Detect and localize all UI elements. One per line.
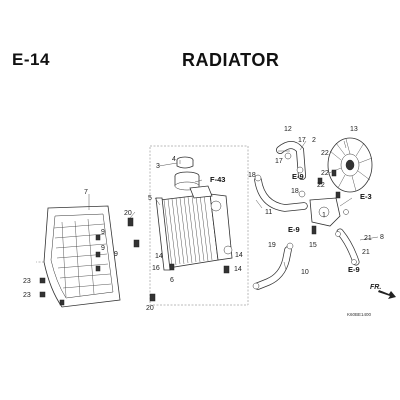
callout-20b: 20 [146,305,154,312]
callout-1: 1 [322,212,326,219]
callout-20a: 20 [124,210,132,217]
ref-e3: E-3 [360,192,372,201]
callout-2: 2 [312,137,316,144]
callout-9c: 9 [114,251,118,258]
diagram-code: K60BE1400 [347,312,372,317]
callout-18b: 18 [291,188,299,195]
thermostat-housing [309,197,341,227]
callout-22c: 22 [321,170,329,177]
callout-23b: 23 [23,292,31,299]
bypass-hose [336,228,360,266]
callout-16: 16 [152,265,160,272]
lower-hose [254,246,292,290]
callout-13: 13 [350,126,358,133]
cap-filler-neck [174,171,200,191]
callout-15: 15 [309,242,317,249]
callout-14a: 14 [155,253,163,260]
radiator-cap [176,156,194,169]
front-label: FR. [370,284,381,291]
callout-22a: 22 [321,150,329,157]
callout-14b: 14 [234,266,242,273]
ref-e9-lower: E-9 [348,265,360,274]
ref-e9-middle: E-9 [288,225,300,234]
callout-5: 5 [148,195,152,202]
callout-9b: 9 [101,245,105,252]
callout-4: 4 [172,156,176,163]
part-callouts: 1 2 3 4 5 6 7 8 9 9 9 10 11 12 13 14 14 … [23,126,384,312]
assembly-boundary [149,145,249,306]
callout-22b: 22 [317,182,325,189]
callout-11: 11 [265,209,272,216]
callout-10: 10 [301,269,309,276]
callout-17b: 17 [275,158,283,165]
ref-f43: F-43 [210,175,225,184]
radiator-hose [254,176,308,212]
diagram-title: RADIATOR [182,50,280,70]
callout-8: 8 [380,234,384,241]
callout-9a: 9 [101,229,105,236]
callout-23a: 23 [23,278,31,285]
callout-18a: 18 [248,172,256,179]
front-direction-marker: FR. [370,284,396,299]
reference-labels: F-43 E-9 E-9 E-9 E-3 [210,172,372,274]
callout-7: 7 [84,189,88,196]
callout-6: 6 [170,277,174,284]
front-arrow-icon [378,290,396,299]
callout-21b: 21 [362,249,370,256]
radiator-cover [36,205,121,308]
ref-e9-upper: E-9 [292,172,304,181]
section-code: E-14 [12,50,50,69]
leader-lines [88,140,379,271]
callout-19: 19 [268,242,276,249]
callout-21a: 21 [364,235,372,242]
cooling-fan [327,137,373,193]
radiator-core [155,185,233,271]
callout-14c: 14 [235,252,243,259]
callout-12: 12 [284,126,292,133]
fasteners [39,152,357,306]
callout-3: 3 [156,163,160,170]
callout-17a: 17 [298,137,306,144]
